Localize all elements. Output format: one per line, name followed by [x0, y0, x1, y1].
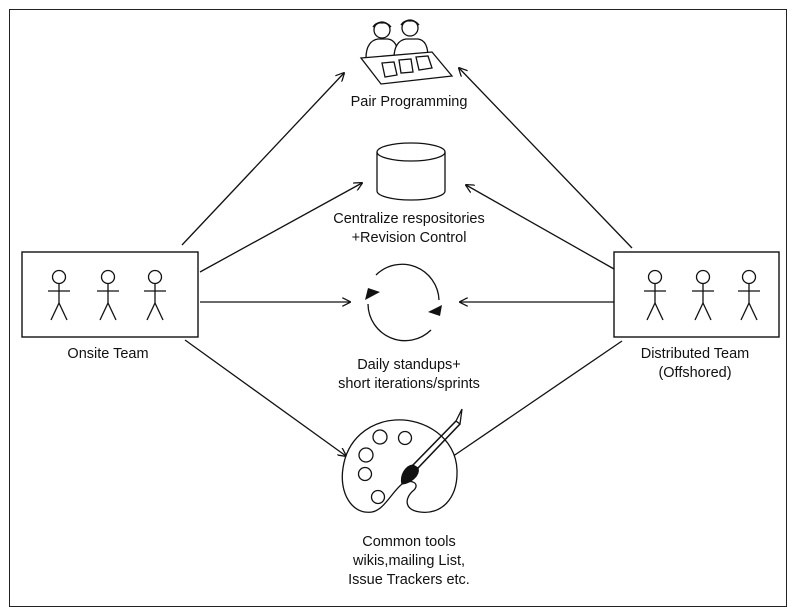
standups-label-line2: short iterations/sprints — [338, 376, 480, 392]
onsite-team-label: Onsite Team — [67, 345, 148, 364]
pair-programming-label: Pair Programming — [351, 93, 468, 112]
onsite-team-label-text: Onsite Team — [67, 346, 149, 362]
arrow-onsite-to-tools — [184, 339, 346, 456]
onsite-team-box — [21, 251, 199, 338]
tools-label-line3: Issue Trackers etc. — [348, 572, 470, 588]
cycle-arrows-icon — [365, 263, 442, 342]
paint-palette-icon — [341, 408, 463, 513]
tools-label-line2: wikis,mailing List, — [353, 553, 465, 569]
tools-label-line1: Common tools — [362, 534, 456, 550]
distributed-team-box — [613, 251, 780, 338]
standups-label-line1: Daily standups+ — [357, 357, 461, 373]
arrow-onsite-to-repositories — [199, 183, 362, 273]
arrow-onsite-to-pair-programming — [181, 73, 344, 246]
standups-label: Daily standups+ short iterations/sprints — [338, 356, 480, 394]
distributed-team-label-line2: (Offshored) — [658, 365, 732, 381]
distributed-team-label: Distributed Team (Offshored) — [641, 345, 750, 383]
tools-label: Common tools wikis,mailing List, Issue T… — [348, 533, 470, 590]
repositories-label: Centralize respositories +Revision Contr… — [333, 210, 485, 248]
repositories-label-line1: Centralize respositories — [333, 211, 485, 227]
database-cylinder-icon — [376, 142, 446, 201]
pair-programming-label-text: Pair Programming — [350, 94, 468, 110]
repositories-label-line2: +Revision Control — [351, 230, 467, 246]
arrow-distributed-to-tools — [446, 340, 623, 461]
distributed-team-label-line1: Distributed Team — [640, 346, 750, 362]
arrow-distributed-to-pair-programming — [459, 68, 633, 249]
pair-programming-icon — [359, 19, 454, 85]
arrow-distributed-to-repositories — [466, 185, 615, 270]
